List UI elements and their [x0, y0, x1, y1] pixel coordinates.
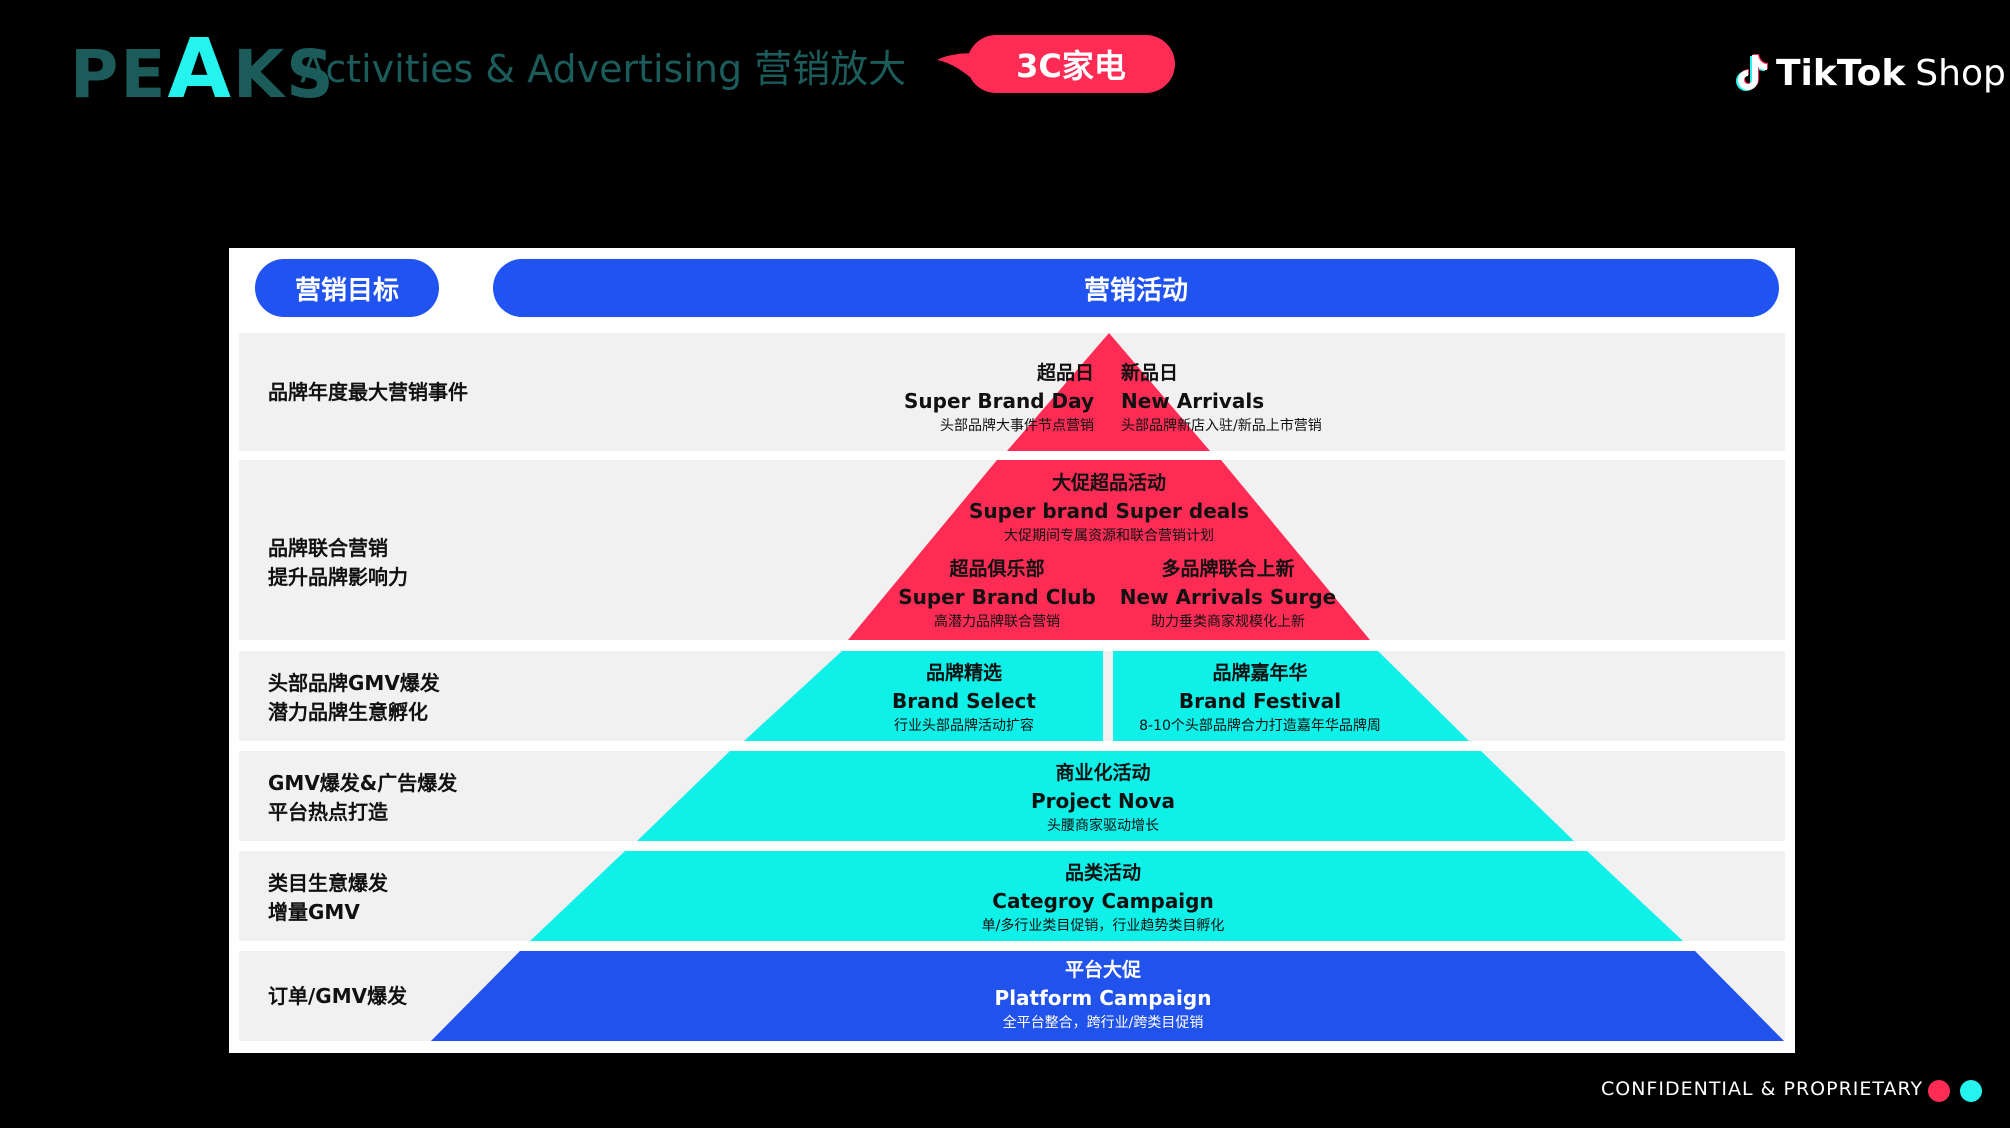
activity-category-campaign: 品类活动 Categroy Campaign 单/多行业类目促销，行业趋势类目孵… [982, 860, 1225, 936]
activity-cn: 新品日 [1121, 362, 1179, 384]
logo-text-post: KS [232, 36, 336, 113]
activity-brand-select: 品牌精选 Brand Select 行业头部品牌活动扩容 [892, 660, 1036, 736]
activity-cn: 品牌嘉年华 [1212, 662, 1308, 684]
peaks-logo: PEAKS [70, 29, 336, 113]
activity-super-brand-super-deals: 大促超品活动 Super brand Super deals 大促期间专属资源和… [969, 470, 1249, 546]
activity-cn: 超品俱乐部 [949, 558, 1045, 580]
activity-cn: 大促超品活动 [1051, 472, 1166, 494]
activity-cn: 品类活动 [1064, 862, 1141, 884]
activity-new-arrivals: 新品日 New Arrivals 头部品牌新店入驻/新品上市营销 [1121, 360, 1322, 436]
goal-line: 提升品牌影响力 [268, 565, 408, 589]
activity-en: Categroy Campaign [992, 889, 1214, 913]
marketing-panel: 营销目标 营销活动 品牌年度最大营销事件 品牌联合营销 提升品牌影响力 头部品牌… [229, 248, 1795, 1053]
tiktok-brand-text: TikTok [1776, 52, 1906, 94]
activity-platform-campaign: 平台大促 Platform Campaign 全平台整合，跨行业/跨类目促销 [995, 957, 1212, 1033]
footer-dot-cyan [1960, 1080, 1982, 1102]
activity-header-pill: 营销活动 [493, 259, 1779, 317]
activity-desc: 行业头部品牌活动扩容 [894, 718, 1034, 734]
activity-desc: 助力垂类商家规模化上新 [1150, 614, 1305, 630]
pyramid-tier-6-shape [431, 951, 1784, 1041]
goal-line: 潜力品牌生意孵化 [268, 700, 428, 724]
activity-en: Platform Campaign [994, 986, 1212, 1010]
activity-super-brand-day: 超品日 Super Brand Day 头部品牌大事件节点营销 [904, 360, 1094, 436]
activity-en: Brand Select [892, 689, 1036, 713]
activity-desc: 头腰商家驱动增长 [1046, 818, 1159, 834]
goal-line: 平台热点打造 [268, 800, 388, 824]
tier-goal-6: 订单/GMV爆发 [268, 982, 407, 1011]
shop-text: Shop [1915, 52, 2006, 94]
pyramid-tier-3-left-shape [744, 651, 1103, 741]
activity-cn: 商业化活动 [1055, 762, 1151, 784]
category-tag: 3C家电 [967, 35, 1175, 93]
activity-desc: 头部品牌新店入驻/新品上市营销 [1121, 418, 1322, 434]
goal-line: 增量GMV [268, 900, 360, 924]
activity-project-nova: 商业化活动 Project Nova 头腰商家驱动增长 [1031, 760, 1175, 836]
pyramid-diagram [431, 333, 1784, 1041]
pyramid-tier-4-shape [637, 751, 1574, 841]
activity-cn: 品牌精选 [925, 662, 1002, 684]
logo-text-highlight: A [167, 22, 233, 117]
logo-text-pre: PE [70, 36, 168, 113]
activity-brand-festival: 品牌嘉年华 Brand Festival 8-10个头部品牌合力打造嘉年华品牌周 [1139, 660, 1381, 736]
goal-line: 类目生意爆发 [268, 871, 388, 895]
activity-en: New Arrivals Surge [1119, 585, 1337, 609]
activity-super-brand-club: 超品俱乐部 Super Brand Club 高潜力品牌联合营销 [898, 556, 1096, 632]
activity-desc: 全平台整合，跨行业/跨类目促销 [1002, 1015, 1204, 1031]
tier-band-1 [239, 333, 1785, 451]
activity-desc: 大促期间专属资源和联合营销计划 [1004, 528, 1214, 544]
confidential-footer: CONFIDENTIAL & PROPRIETARY [1601, 1078, 1924, 1100]
activity-en: New Arrivals [1121, 389, 1265, 413]
tiktok-note-icon [1736, 54, 1768, 91]
tiktok-shop-logo: TikTok Shop [1732, 52, 2006, 94]
activity-en: Super brand Super deals [968, 499, 1250, 523]
tier-goal-4: GMV爆发&广告爆发 平台热点打造 [268, 769, 457, 827]
activity-desc: 单/多行业类目促销，行业趋势类目孵化 [981, 918, 1225, 934]
activity-en: Super Brand Club [898, 585, 1096, 609]
activity-desc: 头部品牌大事件节点营销 [940, 418, 1094, 434]
goal-line: GMV爆发&广告爆发 [268, 771, 458, 795]
activity-cn: 平台大促 [1064, 959, 1142, 981]
footer-dot-red [1928, 1080, 1950, 1102]
goal-line: 订单/GMV爆发 [268, 984, 408, 1008]
activity-en: Brand Festival [1178, 689, 1342, 713]
goal-line: 品牌联合营销 [268, 536, 388, 560]
activity-en: Project Nova [1030, 789, 1176, 813]
tier-goal-3: 头部品牌GMV爆发 潜力品牌生意孵化 [268, 669, 440, 727]
goal-line: 头部品牌GMV爆发 [268, 671, 440, 695]
tier-goal-1: 品牌年度最大营销事件 [268, 378, 468, 407]
pyramid-tier-1-shape [1007, 333, 1210, 451]
activity-desc: 8-10个头部品牌合力打造嘉年华品牌周 [1139, 718, 1381, 734]
pyramid-tier-3-right-shape [1113, 651, 1469, 741]
activity-cn: 超品日 [1036, 362, 1094, 384]
goal-header-pill: 营销目标 [255, 259, 439, 317]
activity-en: Super Brand Day [904, 389, 1094, 413]
header-subtitle: Activities & Advertising 营销放大 [300, 47, 907, 91]
goal-line: 品牌年度最大营销事件 [268, 380, 468, 404]
pyramid-tier-5-shape [530, 851, 1683, 941]
tier-goal-5: 类目生意爆发 增量GMV [268, 869, 388, 927]
pyramid-tier-2-shape [848, 460, 1370, 640]
activity-desc: 高潜力品牌联合营销 [934, 614, 1060, 630]
activity-new-arrivals-surge: 多品牌联合上新 New Arrivals Surge 助力垂类商家规模化上新 [1120, 556, 1336, 632]
tier-goal-2: 品牌联合营销 提升品牌影响力 [268, 534, 408, 592]
activity-cn: 多品牌联合上新 [1161, 558, 1295, 580]
